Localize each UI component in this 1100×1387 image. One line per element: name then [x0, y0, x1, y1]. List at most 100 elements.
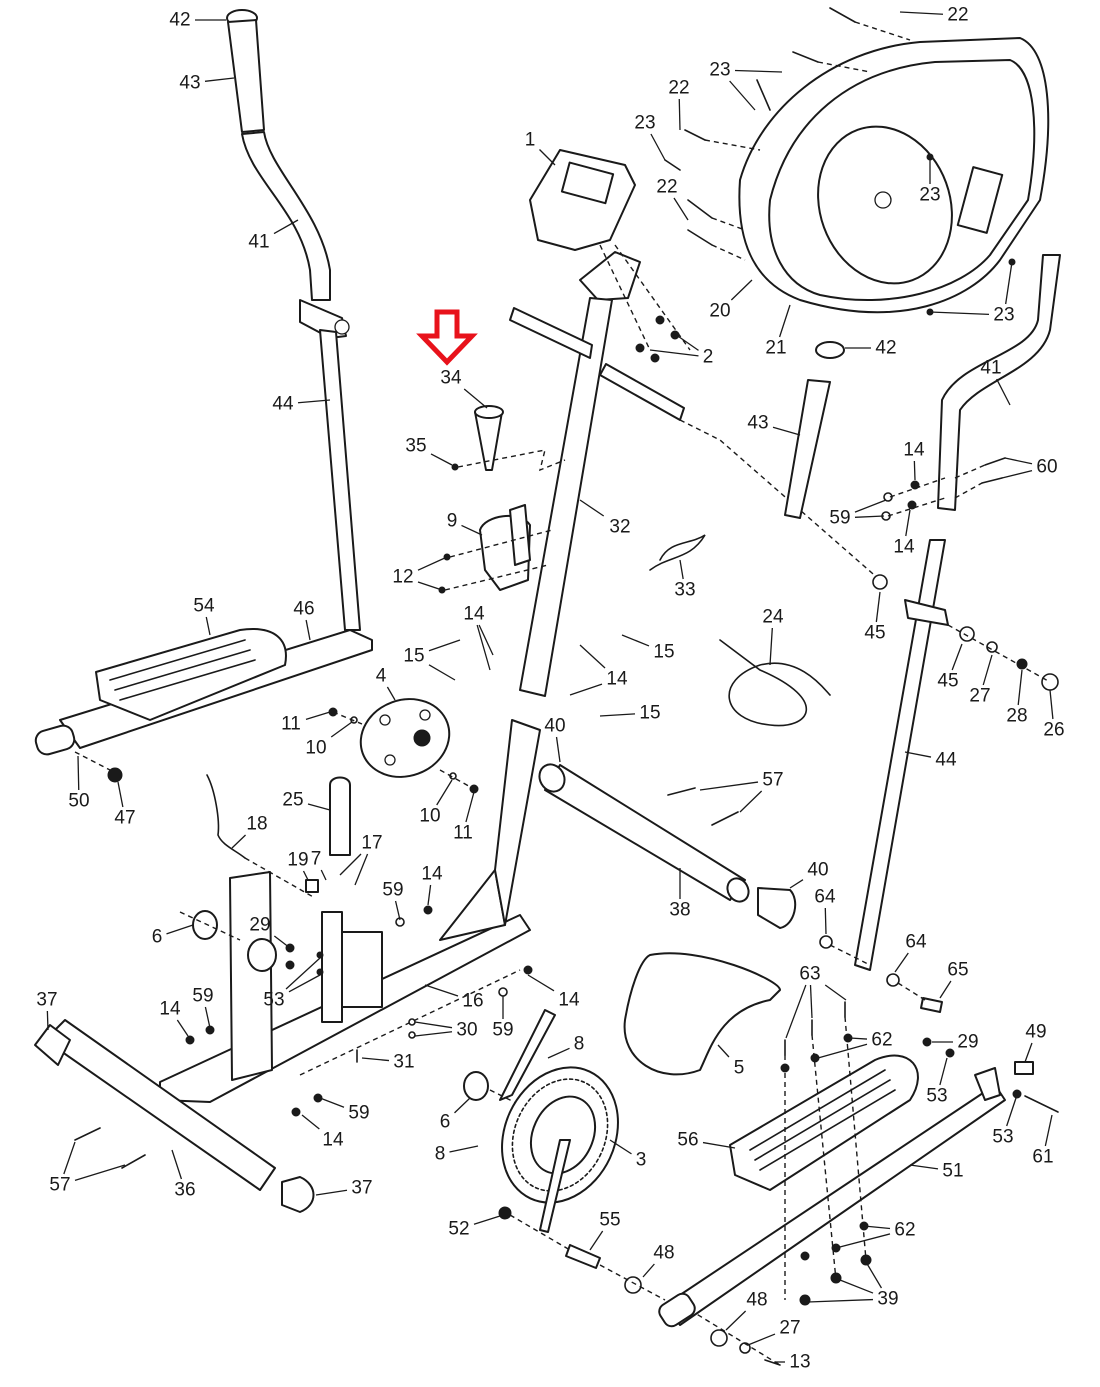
leader-washer-10-upper-0 [330, 721, 353, 738]
leader-rear-cap-left-0 [46, 1010, 49, 1031]
leader-pedal-arm-right-0 [909, 1164, 939, 1170]
pedal-fasteners-shape [780, 1001, 872, 1306]
callout-crank-axle-55: 55 [599, 1210, 620, 1231]
callout-bolts-57-rear: 57 [49, 1175, 70, 1196]
grip-right-shape [784, 379, 831, 519]
handlebar-stub-lower [599, 363, 685, 421]
callout-bolts-60: 60 [1036, 457, 1057, 478]
leader-crank-screw-lower-0 [449, 1145, 479, 1153]
callout-holder-screws: 12 [392, 567, 413, 588]
leader-lower-arm-left-0 [297, 399, 331, 404]
callout-right-pedal: 56 [677, 1130, 698, 1151]
leader-upper-arm-left-0 [273, 219, 299, 235]
pulse-wire-shape [649, 534, 706, 571]
leader-nut-59-arm-1 [854, 515, 885, 518]
idler-wheel-left-shape [192, 910, 218, 940]
reed-switch-wire-shape [206, 774, 246, 859]
callout-rear-cap-left: 37 [36, 990, 57, 1011]
leader-nuts-53-frame-0 [285, 957, 321, 990]
rear-stabilizer-shape [44, 1019, 276, 1191]
crank-arm [499, 1009, 556, 1101]
callout-end-cap-26: 26 [1043, 720, 1064, 741]
leader-washers-62-lower-1 [835, 1233, 891, 1249]
leader-pedal-arm-left-0 [305, 619, 311, 641]
callout-bracket-screws-17: 17 [361, 833, 382, 854]
leader-reed-switch-wire-0 [231, 834, 246, 849]
leader-shield-screws-23-bottom-1 [929, 311, 990, 316]
leader-water-bottle-holder-0 [461, 524, 483, 536]
callout-nut-59-arm: 59 [829, 508, 850, 529]
callout-bolts-15-left: 15 [403, 646, 424, 667]
leader-shield-screw-22-mid-0 [678, 98, 681, 131]
leader-idler-wheel-right-0 [454, 1097, 471, 1114]
callout-reed-switch: 19 [287, 850, 308, 871]
leader-crank-axle-55-0 [589, 1230, 604, 1251]
callout-washer-14-frame: 14 [421, 864, 443, 885]
leader-washer-14-upright-right-1 [569, 683, 603, 696]
leader-grip-left-0 [204, 77, 235, 82]
callout-axle-50: 50 [68, 791, 89, 812]
leader-washers-62-lower-0 [863, 1225, 891, 1230]
callout-upright: 32 [609, 517, 630, 538]
callout-shield-screw-22-low: 22 [656, 177, 677, 198]
callout-upper-arm-right: 41 [980, 358, 1001, 379]
callout-pulse-wire: 33 [674, 580, 695, 601]
callout-shield-screw-23-center: 23 [919, 185, 940, 206]
callout-washer-10-upper: 10 [305, 738, 326, 759]
callout-washer-14-upright-left: 14 [463, 604, 485, 625]
leader-holder-screws-0 [417, 556, 448, 571]
idler-wheel-right-shape [463, 1071, 489, 1101]
leader-lines [46, 11, 1054, 1363]
leader-base-frame-0 [424, 984, 459, 997]
callout-drive-belt: 5 [734, 1058, 745, 1079]
leader-washer-14-arm-lower-0 [905, 509, 911, 537]
leader-washer-14-stabilizer-0 [176, 1019, 189, 1037]
callout-bolt-13: 13 [789, 1352, 810, 1373]
rear-cap-right-shape [281, 1176, 315, 1213]
callout-grip-left: 43 [179, 73, 200, 94]
callout-front-cap-right: 40 [807, 860, 828, 881]
upright-shape [519, 297, 613, 697]
callout-resistance-cable: 24 [762, 607, 784, 628]
leader-pedal-screws-63-0 [785, 984, 807, 1039]
leader-right-pedal-0 [702, 1141, 736, 1149]
lower-arm-right-shape [854, 539, 946, 971]
right-pedal-tread [749, 1069, 896, 1171]
callout-bolt-61: 61 [1032, 1147, 1053, 1168]
leader-left-pedal-0 [205, 616, 211, 636]
callout-bushing-45-right: 45 [937, 671, 958, 692]
leader-right-shield-0 [778, 304, 791, 338]
callout-washer-27-arm: 27 [969, 686, 990, 707]
leader-bolts-15-left-1 [428, 664, 456, 681]
callout-idler-wheel-right: 6 [440, 1112, 451, 1133]
callout-washer-14-rear: 14 [322, 1130, 344, 1151]
leader-shield-screw-23-left-0 [650, 133, 666, 161]
callout-rear-stabilizer: 36 [174, 1180, 195, 1201]
leader-idler-wheel-left-0 [166, 924, 194, 935]
callout-right-shield: 21 [765, 338, 786, 359]
leader-washers-62-upper-1 [817, 1043, 868, 1059]
leader-bolt-28-0 [1017, 669, 1023, 706]
arm-cap-right-shape [815, 341, 845, 359]
base-frame-assembly [159, 719, 541, 1117]
callout-bushing-45-left: 45 [864, 623, 885, 644]
leader-pulse-wire-0 [679, 559, 684, 580]
callout-resistance-bracket: 25 [282, 790, 303, 811]
leader-bracket-screws-17-0 [339, 853, 362, 876]
callout-display-console: 1 [525, 130, 536, 151]
callout-lower-arm-left: 44 [272, 394, 294, 415]
resistance-assembly [206, 639, 831, 859]
leader-nut-59-stabilizer-0 [204, 1006, 211, 1029]
leader-bolts-60-1 [1001, 470, 1033, 479]
callout-washer-27-pedal: 27 [779, 1318, 800, 1339]
leader-grip-right-0 [772, 426, 801, 436]
stabilizers [34, 763, 797, 1213]
leader-bolt-15-right-lower-0 [599, 713, 636, 717]
leader-pedal-screws-63-1 [809, 984, 813, 1019]
callout-nut-52: 52 [448, 1219, 469, 1240]
left-pedal-shape [95, 628, 287, 721]
leader-nut-11-lower-0 [465, 791, 475, 823]
callout-bushing-64-left: 64 [814, 887, 836, 908]
leader-washer-10-lower-0 [436, 779, 453, 806]
callout-resistance-wheel: 4 [376, 666, 387, 687]
